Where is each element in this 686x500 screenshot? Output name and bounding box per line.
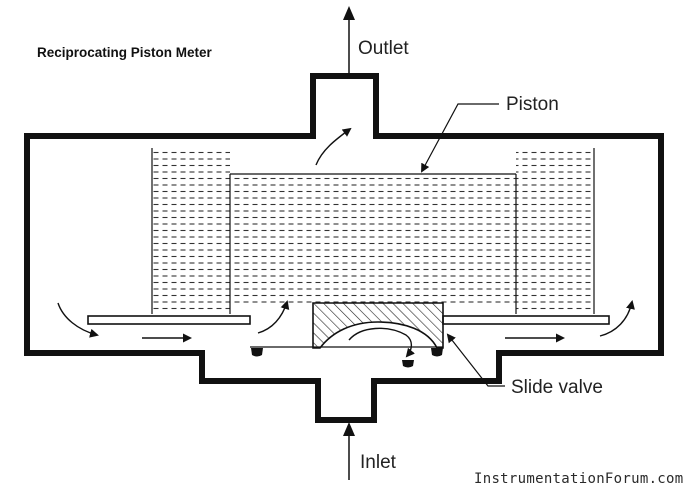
- slide-valve-callout-line: [446, 333, 505, 387]
- diagram-title: Reciprocating Piston Meter: [37, 45, 213, 60]
- slide-valve: [312, 302, 444, 349]
- right-chamber-fluid: [516, 148, 594, 314]
- piston: [151, 148, 595, 314]
- outlet-label: Outlet: [358, 38, 409, 59]
- flow-arrows: [57, 127, 635, 358]
- center-valve-nub: [402, 360, 414, 368]
- right-valve-nub: [431, 348, 443, 357]
- slide-valve-label: Slide valve: [511, 377, 603, 398]
- watermark: InstrumentationForum.com: [474, 471, 684, 487]
- left-chamber-fluid: [152, 148, 230, 314]
- inlet-label: Inlet: [360, 452, 397, 473]
- piston-label: Piston: [506, 94, 559, 115]
- left-valve-nub: [251, 348, 263, 357]
- piston-callout-line: [421, 103, 499, 173]
- inlet-arrow: [343, 422, 355, 480]
- outlet-arrow: [343, 6, 355, 76]
- left-port-plate: [87, 315, 251, 325]
- piston-cylinder-fluid: [230, 176, 516, 303]
- meter-housing: [24, 73, 664, 423]
- right-port-plate: [442, 315, 610, 325]
